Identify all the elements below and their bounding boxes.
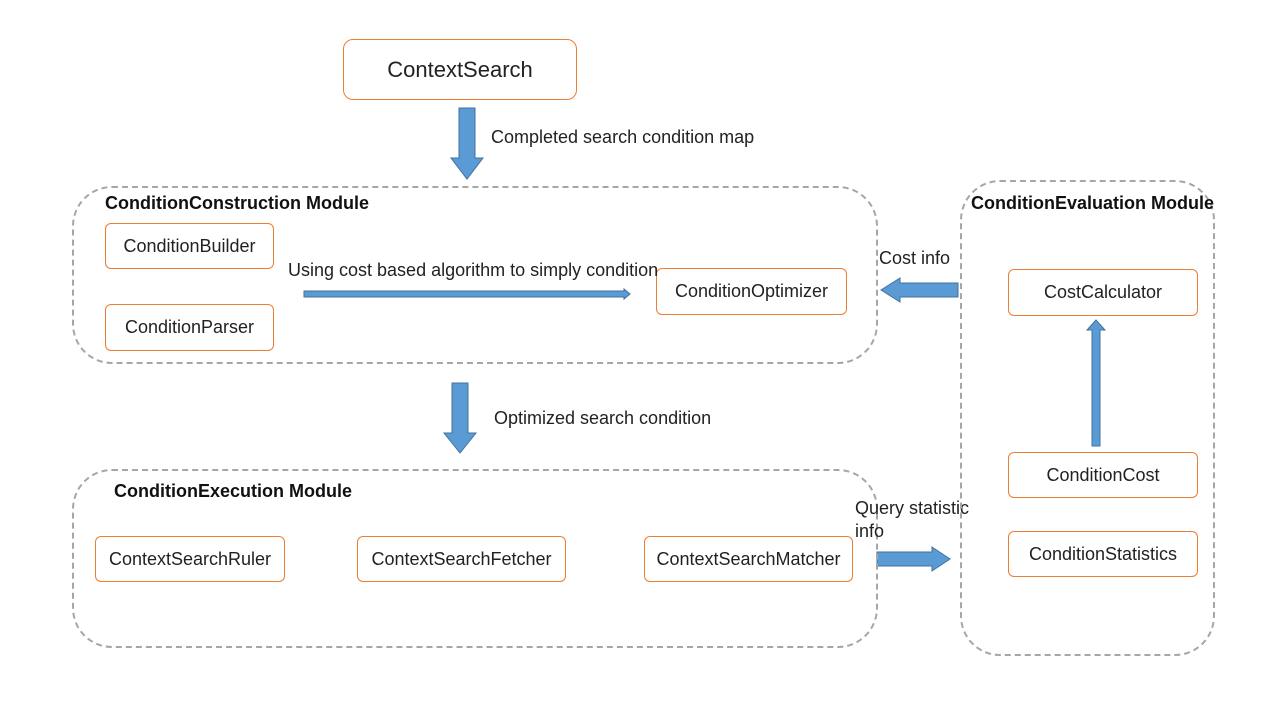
- condition-optimizer-node: ConditionOptimizer: [656, 268, 847, 315]
- arrow-down-completed-map: [449, 107, 485, 180]
- condition-execution-title: ConditionExecution Module: [114, 481, 352, 501]
- context-search-ruler-node: ContextSearchRuler: [95, 536, 285, 582]
- context-search-matcher-node: ContextSearchMatcher: [644, 536, 853, 582]
- condition-statistics-node: ConditionStatistics: [1008, 531, 1198, 577]
- context-search-fetcher-node: ContextSearchFetcher: [357, 536, 566, 582]
- condition-evaluation-title: ConditionEvaluation Module: [971, 193, 1214, 213]
- condition-parser-node: ConditionParser: [105, 304, 274, 351]
- condition-execution-group: [72, 469, 878, 648]
- condition-cost-node: ConditionCost: [1008, 452, 1198, 498]
- condition-construction-group: [72, 186, 878, 364]
- optimized-label: Optimized search condition: [494, 408, 712, 428]
- completed-map-label: Completed search condition map: [491, 127, 755, 147]
- cost-calculator-node: CostCalculator: [1008, 269, 1198, 316]
- condition-evaluation-group: [960, 180, 1215, 656]
- arrow-up-cost: [1085, 319, 1107, 447]
- condition-builder-node: ConditionBuilder: [105, 223, 274, 269]
- arrow-right-cost-algo: [303, 287, 631, 301]
- arrow-left-cost-info: [880, 277, 959, 303]
- query-stat-label-line1: Query statistic: [855, 498, 970, 518]
- query-stat-label-line2: info: [855, 521, 885, 541]
- cost-info-label: Cost info: [879, 248, 951, 268]
- cost-algo-label: Using cost based algorithm to simply con…: [288, 260, 659, 280]
- condition-construction-title: ConditionConstruction Module: [105, 193, 369, 213]
- arrow-down-optimized: [442, 382, 478, 454]
- context-search-node: ContextSearch: [343, 39, 577, 100]
- arrow-right-query-stat: [876, 546, 951, 572]
